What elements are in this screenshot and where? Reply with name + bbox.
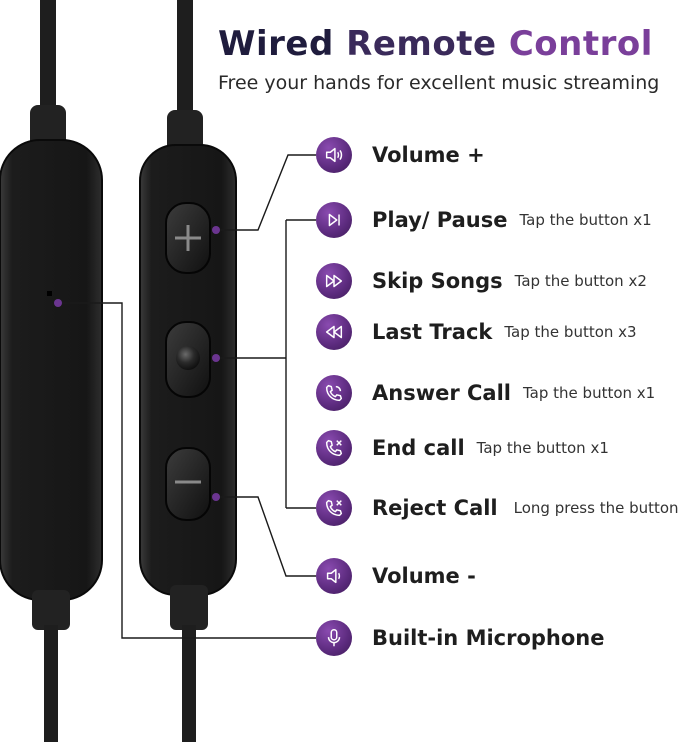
phone-answer-icon <box>316 375 352 411</box>
page-title: Wired Remote Control <box>218 24 653 64</box>
control-answer-call: Answer Call Tap the button x1 <box>316 375 655 411</box>
control-hint: Tap the button x2 <box>514 272 647 290</box>
control-label: Answer Call <box>372 381 511 405</box>
control-microphone: Built-in Microphone <box>316 620 617 656</box>
control-label: Volume - <box>372 564 476 588</box>
volume-down-icon <box>316 558 352 594</box>
control-hint: Long press the button <box>513 499 679 517</box>
control-end-call: End call Tap the button x1 <box>316 430 609 466</box>
control-label: Built-in Microphone <box>372 626 605 650</box>
control-play-pause: Play/ Pause Tap the button x1 <box>316 202 652 238</box>
microphone-hole <box>47 291 52 296</box>
microphone-icon <box>316 620 352 656</box>
callout-dots <box>54 226 220 501</box>
control-label: End call <box>372 436 465 460</box>
title-word-1: Wired <box>218 24 334 64</box>
volume-up-icon <box>316 137 352 173</box>
control-volume-down: Volume - <box>316 558 488 594</box>
left-earphone-remote <box>0 0 103 742</box>
control-hint: Tap the button x1 <box>519 211 652 229</box>
skip-forward-icon <box>316 263 352 299</box>
control-label: Volume + <box>372 143 485 167</box>
title-word-2: Remote <box>346 24 497 64</box>
page-subtitle: Free your hands for excellent music stre… <box>218 72 660 94</box>
control-hint: Tap the button x3 <box>504 323 637 341</box>
control-label: Last Track <box>372 320 493 344</box>
callout-lines <box>58 154 316 639</box>
control-label: Skip Songs <box>372 269 503 293</box>
phone-reject-icon <box>316 490 352 526</box>
play-pause-icon <box>316 202 352 238</box>
title-word-3: Control <box>508 24 653 64</box>
control-hint: Tap the button x1 <box>476 439 609 457</box>
right-earphone-remote <box>139 0 237 742</box>
volume-down-button <box>165 447 211 521</box>
control-hint: Tap the button x1 <box>523 384 656 402</box>
phone-end-icon <box>316 430 352 466</box>
rewind-icon <box>316 314 352 350</box>
control-reject-call: Reject Call Long press the button <box>316 490 679 526</box>
control-label: Play/ Pause <box>372 208 508 232</box>
control-volume-up: Volume + <box>316 137 497 173</box>
control-skip-songs: Skip Songs Tap the button x2 <box>316 263 647 299</box>
control-label: Reject Call <box>372 496 498 520</box>
control-last-track: Last Track Tap the button x3 <box>316 314 637 350</box>
